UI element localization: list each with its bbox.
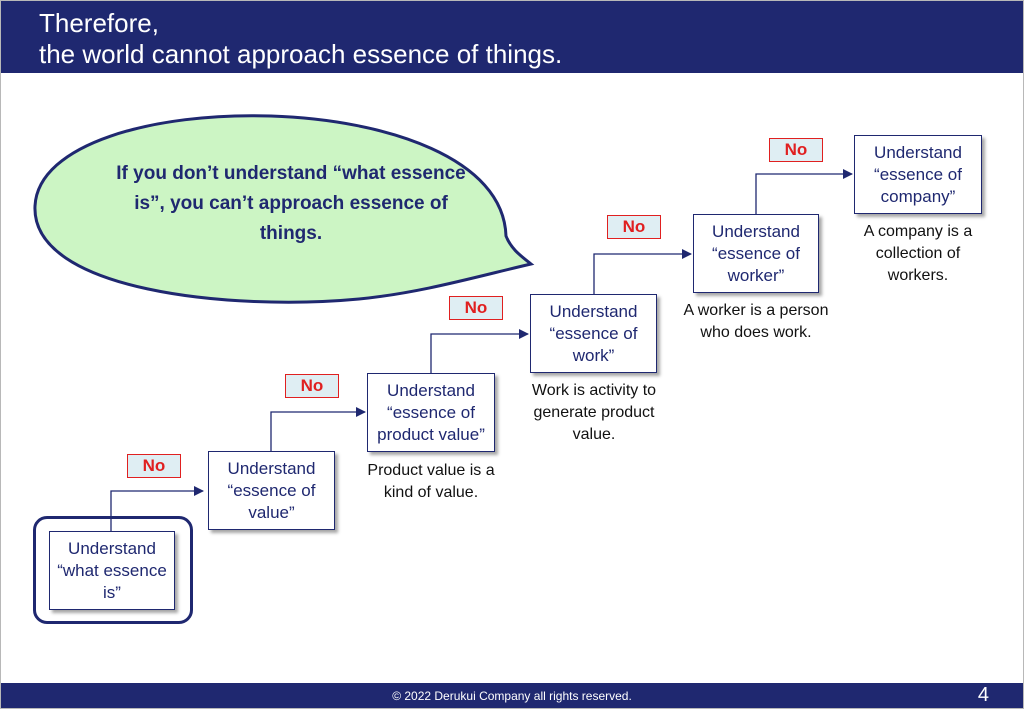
step-box-essence-of-value: Understand “essence of value” xyxy=(208,451,335,530)
connector-arrow-3 xyxy=(430,329,529,373)
step-box-essence-of-company: Understand “essence of company” xyxy=(854,135,982,214)
copyright-text: © 2022 Derukui Company all rights reserv… xyxy=(392,689,632,703)
connector-arrow-4 xyxy=(593,249,692,294)
step-box-essence-of-product-value: Understand “essence of product value” xyxy=(367,373,495,452)
page-number: 4 xyxy=(977,684,989,706)
step-label: Understand “essence of worker” xyxy=(712,221,800,285)
step-label: Understand “essence of value” xyxy=(227,458,316,522)
step-box-essence-of-work: Understand “essence of work” xyxy=(530,294,657,373)
step-box-what-essence-is: Understand “what essence is” xyxy=(49,531,175,610)
step-note-company: A company is a collection of workers. xyxy=(863,223,973,284)
connector-arrow-5 xyxy=(755,169,853,214)
no-label-3: No xyxy=(449,296,503,320)
step-label: Understand “essence of product value” xyxy=(377,380,485,444)
step-label: Understand “essence of work” xyxy=(549,301,638,365)
start-step-highlight xyxy=(33,516,193,624)
title-bar: Therefore, the world cannot approach ess… xyxy=(1,1,1023,73)
no-label-4: No xyxy=(607,215,661,239)
step-note-product-value: Product value is a kind of value. xyxy=(367,462,495,501)
no-label-5: No xyxy=(769,138,823,162)
callout-text: If you don’t understand “what essence is… xyxy=(116,163,466,244)
step-note-work: Work is activity to generate product val… xyxy=(531,382,657,443)
no-label-2: No xyxy=(285,374,339,398)
step-box-essence-of-worker: Understand “essence of worker” xyxy=(693,214,819,293)
step-label: Understand “essence of company” xyxy=(874,142,962,206)
connector-arrow-2 xyxy=(270,407,366,451)
slide-title-line-1: Therefore, xyxy=(39,8,159,38)
step-note-worker: A worker is a person who does work. xyxy=(683,302,829,341)
no-label-1: No xyxy=(127,454,181,478)
speech-bubble xyxy=(33,114,535,304)
step-label: Understand “what essence is” xyxy=(57,538,167,602)
footer-bar: © 2022 Derukui Company all rights reserv… xyxy=(1,683,1023,708)
slide-title-line-2: the world cannot approach essence of thi… xyxy=(39,39,563,69)
